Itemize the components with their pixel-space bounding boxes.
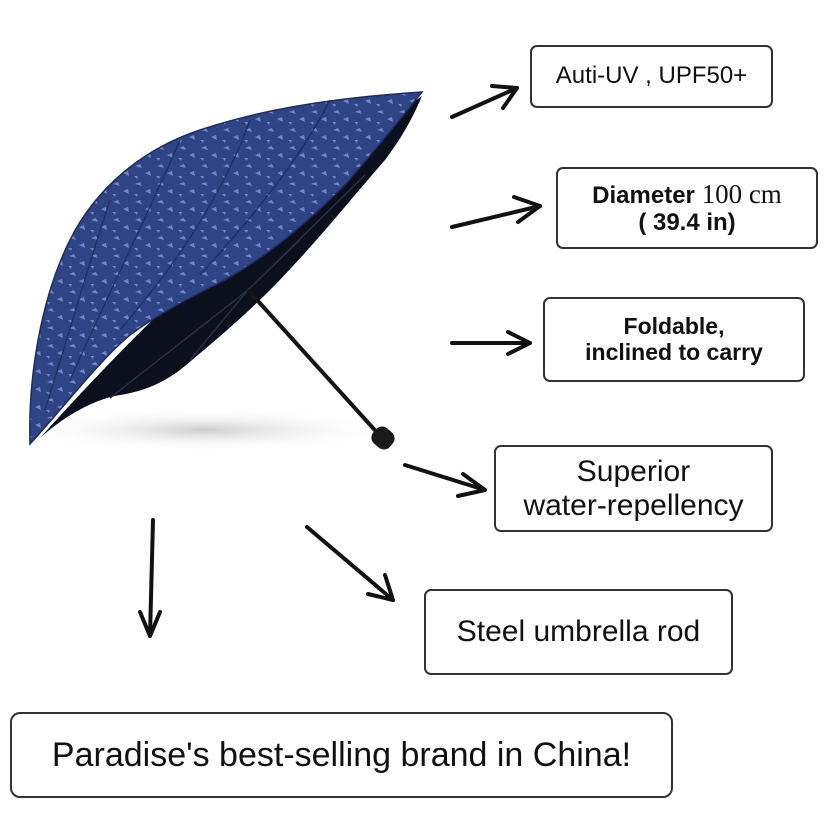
- foldable-label: Foldable, inclined to carry: [543, 297, 805, 382]
- arrow-icon: [403, 463, 487, 498]
- diameter-text: Diameter: [592, 182, 695, 210]
- umbrella-shadow: [15, 408, 395, 452]
- umbrella-ribs: [109, 174, 366, 399]
- diameter-inches: ( 39.4 in): [638, 209, 736, 236]
- arrow-icon: [305, 525, 395, 602]
- canopy-seams: [44, 99, 331, 411]
- rod-text: Steel umbrella rod: [456, 615, 701, 649]
- arrow-icon: [450, 195, 542, 229]
- umbrella-handle: [371, 426, 395, 450]
- arrow-icon: [450, 330, 532, 356]
- uv-protection-label: Auti-UV , UPF50+: [530, 45, 773, 108]
- diameter-value: 100 cm: [701, 179, 782, 210]
- water-line1: Superior: [576, 454, 691, 488]
- diameter-line: Diameter 100 cm: [592, 179, 782, 210]
- arrow-icon: [138, 518, 162, 638]
- uv-text: Auti-UV , UPF50+: [555, 62, 748, 90]
- steel-rod-label: Steel umbrella rod: [424, 589, 733, 675]
- umbrella-shaft: [246, 288, 384, 440]
- brand-text: Paradise's best-selling brand in China!: [51, 735, 632, 774]
- umbrella-canopy: [29, 91, 424, 446]
- foldable-line2: inclined to carry: [585, 338, 763, 365]
- foldable-line1: Foldable,: [623, 312, 725, 339]
- diameter-label: Diameter 100 cm ( 39.4 in): [556, 167, 818, 249]
- arrow-icon: [450, 84, 519, 119]
- water-repellency-label: Superior water-repellency: [494, 445, 773, 532]
- brand-banner: Paradise's best-selling brand in China!: [10, 712, 673, 798]
- water-line2: water-repellency: [523, 488, 744, 522]
